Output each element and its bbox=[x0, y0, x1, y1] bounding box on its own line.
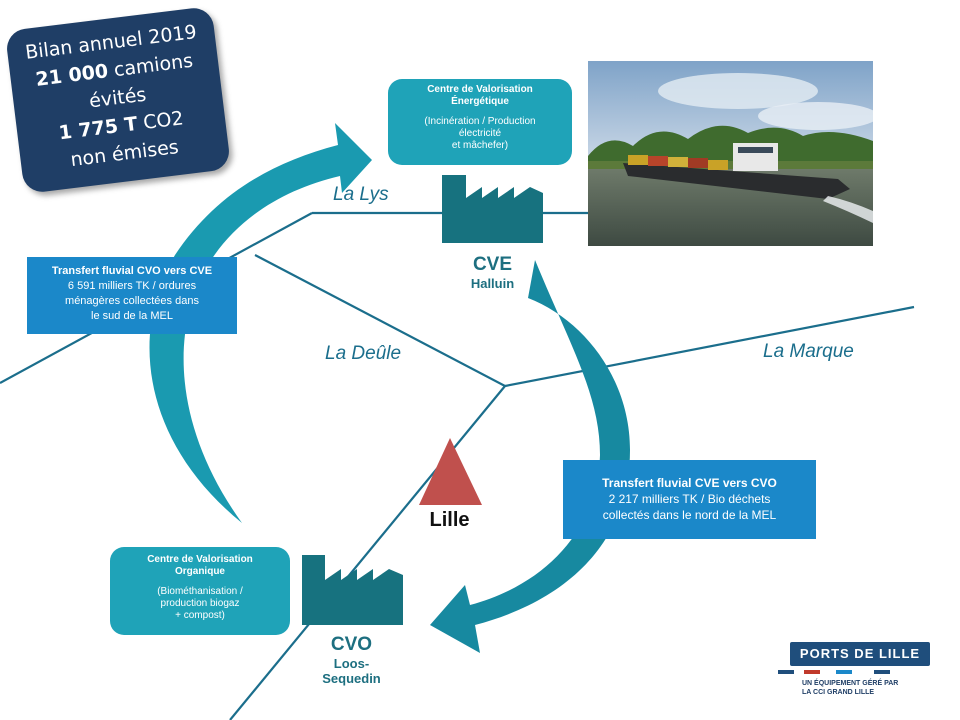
logo-tagline-2: LA CCI GRAND LILLE bbox=[802, 689, 875, 696]
factory-cve-icon bbox=[442, 175, 543, 243]
transfer-cve-cvo-line-1: 2 217 milliers TK / Bio déchets bbox=[608, 492, 771, 506]
cve-box-desc-2: électricité bbox=[458, 128, 502, 139]
photo-containers bbox=[628, 155, 728, 170]
transfer-cve-cvo-line-2: collectés dans le nord de la MEL bbox=[602, 508, 777, 522]
logo-color-stripe bbox=[778, 670, 928, 674]
cve-place-label: CVE Halluin bbox=[445, 254, 540, 291]
cve-box-desc-1: (Incinération / Production bbox=[424, 116, 536, 127]
photo-cloud bbox=[658, 73, 818, 109]
cve-city-label: Halluin bbox=[470, 276, 515, 291]
arrow-cve-to-cvo bbox=[430, 260, 630, 653]
cvo-box-desc-1: (Biométhanisation / bbox=[157, 586, 243, 597]
photo-wheelhouse-window bbox=[738, 147, 773, 153]
transfer-cvo-cve-line-2: ménagères collectées dans bbox=[65, 295, 199, 307]
logo-tagline-1: UN ÉQUIPEMENT GÉRÉ PAR bbox=[802, 680, 899, 687]
cvo-city-label-2: Sequedin bbox=[322, 671, 381, 686]
arrow-cvo-to-cve bbox=[149, 123, 372, 523]
cve-box-desc-3: et mâchefer) bbox=[451, 140, 509, 151]
river-label-marque: La Marque bbox=[763, 341, 854, 362]
cve-info-box: Centre de Valorisation Énergétique (Inci… bbox=[388, 79, 572, 165]
cvo-box-title: Centre de Valorisation Organique bbox=[147, 554, 253, 577]
transfer-cve-cvo-title: Transfert fluvial CVE vers CVO bbox=[602, 476, 777, 490]
river-deule-line bbox=[254, 254, 506, 387]
lille-label: Lille bbox=[429, 509, 470, 531]
river-label-lys: La Lys bbox=[333, 184, 389, 205]
logo-name: PORTS DE LILLE bbox=[790, 642, 930, 666]
bilan-card: Bilan annuel 2019 21 000 camions évités … bbox=[4, 5, 232, 195]
cve-box-title: Centre de Valorisation Énergétique bbox=[427, 84, 533, 107]
ports-de-lille-logo: PORTS DE LILLE UN ÉQUIPEMENT GÉRÉ PAR LA… bbox=[770, 640, 940, 710]
bilan-co2-label: CO2 bbox=[136, 107, 185, 135]
cvo-box-desc-2: production biogaz bbox=[160, 598, 240, 609]
cvo-label: CVO bbox=[330, 634, 373, 655]
cvo-info-box: Centre de Valorisation Organique (Biomét… bbox=[110, 547, 290, 635]
transfer-cvo-cve-line-3: le sud de la MEL bbox=[91, 310, 173, 322]
cvo-place-label: CVO Loos- Sequedin bbox=[304, 634, 399, 686]
barge-photo bbox=[588, 61, 873, 246]
photo-barge-hull bbox=[623, 163, 850, 199]
transfer-cvo-cve-line-1: 6 591 milliers TK / ordures bbox=[67, 280, 197, 292]
transfer-cve-cvo-box: Transfert fluvial CVE vers CVO 2 217 mil… bbox=[563, 460, 816, 539]
transfer-cvo-cve-box: Transfert fluvial CVO vers CVE 6 591 mil… bbox=[27, 257, 237, 334]
cvo-box-desc-3: + compost) bbox=[175, 610, 225, 621]
river-deule-line bbox=[229, 385, 506, 720]
cvo-city-label-1: Loos- bbox=[333, 656, 370, 671]
river-label-deule: La Deûle bbox=[325, 343, 402, 364]
photo-wake bbox=[823, 196, 873, 223]
photo-cloud bbox=[758, 102, 873, 130]
transfer-cvo-cve-title: Transfert fluvial CVO vers CVE bbox=[51, 265, 213, 277]
factory-cvo-icon bbox=[302, 555, 403, 625]
lille-marker-icon bbox=[419, 438, 482, 505]
river-marque-line bbox=[504, 305, 915, 388]
cve-label: CVE bbox=[472, 254, 513, 275]
